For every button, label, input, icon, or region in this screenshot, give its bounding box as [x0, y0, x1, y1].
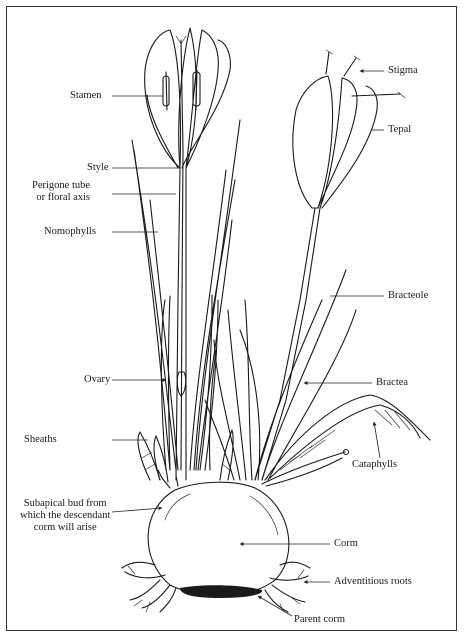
label-bractea: Bractea	[376, 377, 408, 389]
left-stem	[176, 150, 186, 480]
cataphylls	[262, 395, 430, 486]
label-bracteole: Bracteole	[388, 290, 428, 302]
label-perigone-line1: Perigone tube	[32, 180, 90, 192]
label-ovary: Ovary	[84, 374, 110, 386]
label-tepal: Tepal	[388, 124, 411, 136]
label-sheaths: Sheaths	[24, 434, 57, 446]
label-adventitious-roots: Adventitious roots	[334, 576, 412, 588]
label-subapical-line1: Subapical bud from	[20, 498, 110, 510]
label-nomophylls: Nomophylls	[44, 226, 96, 238]
corm	[148, 470, 289, 596]
label-subapical-line2: which the descendant	[20, 510, 110, 522]
label-corm: Corm	[334, 538, 358, 550]
bracts	[205, 270, 356, 480]
label-perigone-line2: or floral axis	[32, 192, 90, 204]
right-flower	[255, 50, 405, 480]
label-subapical-bud: Subapical bud from which the descendant …	[20, 498, 110, 534]
label-perigone-tube: Perigone tube or floral axis	[32, 180, 90, 204]
parent-corm-shape	[180, 585, 262, 598]
label-stamen: Stamen	[70, 90, 102, 102]
label-stigma: Stigma	[388, 65, 418, 77]
label-parent-corm: Parent corm	[294, 614, 345, 626]
left-flower	[145, 28, 231, 168]
label-cataphylls: Cataphylls	[352, 459, 397, 471]
label-subapical-line3: corm will arise	[20, 522, 110, 534]
label-style: Style	[87, 162, 109, 174]
